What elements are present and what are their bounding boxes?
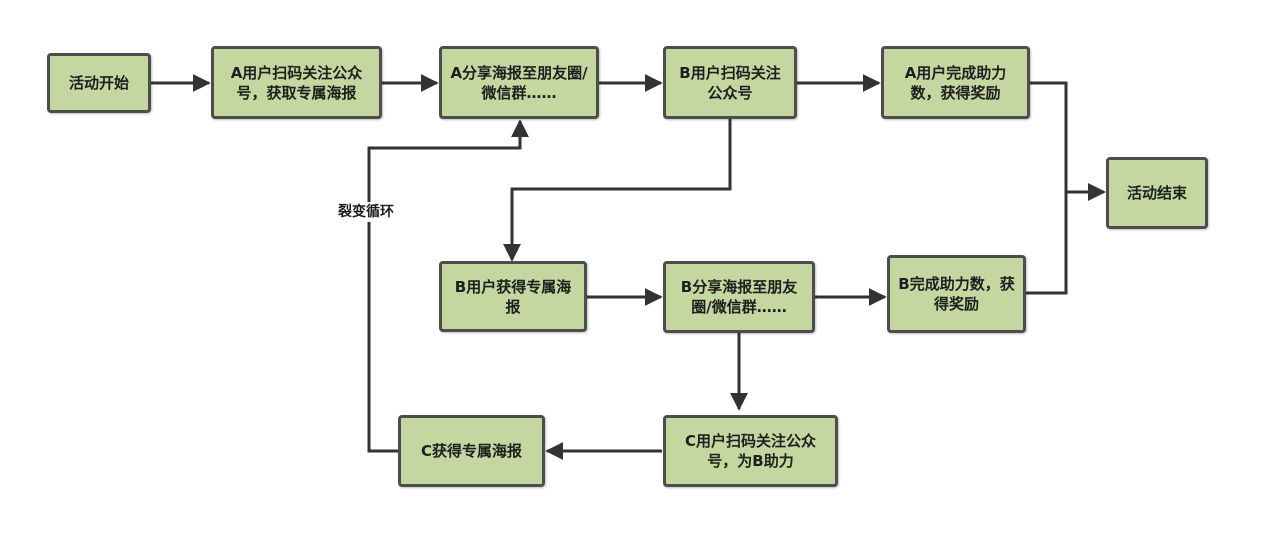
node-b-complete: B完成助力数，获得奖励	[887, 255, 1026, 333]
node-c-poster: C获得专属海报	[398, 415, 545, 487]
edge-fission-loop	[367, 119, 529, 453]
node-b-poster: B用户获得专属海报	[439, 261, 587, 332]
node-b-scan: B用户扫码关注公众号	[663, 46, 797, 119]
edge-label-fission-loop: 裂变循环	[335, 202, 397, 222]
node-a-share: A分享海报至朋友圈/微信群……	[439, 46, 599, 119]
node-a-complete: A用户完成助力数，获得奖励	[881, 46, 1030, 119]
node-start: 活动开始	[47, 53, 151, 113]
edge-b-scan-to-b-poster	[503, 118, 732, 262]
edge-b-complete-to-end	[1025, 183, 1106, 295]
edge-a-complete-to-end	[1029, 81, 1106, 201]
node-c-scan: C用户扫码关注公众号，为B助力	[663, 415, 838, 487]
node-b-share: B分享海报至朋友圈/微信群……	[663, 261, 815, 333]
node-end: 活动结束	[1106, 157, 1208, 229]
node-a-scan: A用户扫码关注公众号，获取专属海报	[211, 46, 382, 119]
